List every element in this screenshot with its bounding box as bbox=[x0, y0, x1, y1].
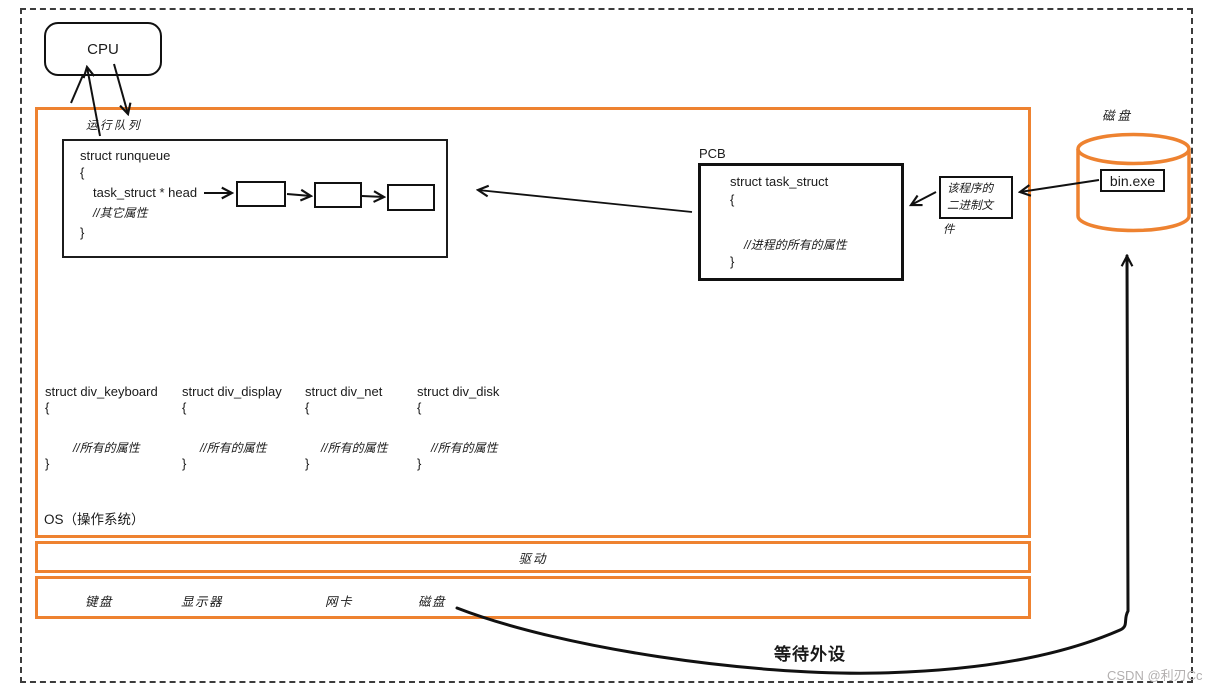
driver-comment: //所有的属性 bbox=[321, 441, 388, 455]
wait-peripheral-label: 等待外设 bbox=[774, 645, 846, 664]
driver-struct-keyboard: struct div_keyboard { //所有的属性 } bbox=[45, 384, 195, 472]
driver-name: struct div_keyboard bbox=[45, 384, 158, 399]
close-brace: } bbox=[80, 225, 85, 240]
driver-comment: //所有的属性 bbox=[73, 441, 140, 455]
open-brace: { bbox=[730, 192, 735, 207]
task-node-1 bbox=[236, 181, 286, 207]
binary-file-line2: 二进制文 bbox=[947, 200, 993, 212]
runqueue-comment: //其它属性 bbox=[93, 206, 148, 220]
watermark: CSDN @利刃Cc bbox=[1107, 668, 1203, 683]
disk-cylinder-label: 磁盘 bbox=[1102, 109, 1134, 123]
task-struct-comment: //进程的所有的属性 bbox=[744, 238, 847, 252]
driver-band: 驱动 bbox=[35, 541, 1031, 573]
task-struct-name: struct task_struct bbox=[730, 174, 829, 189]
driver-name: struct div_disk bbox=[417, 384, 500, 399]
binary-file-line1: 该程序的 bbox=[947, 183, 993, 195]
close-brace: } bbox=[45, 456, 50, 471]
driver-struct-disk: struct div_disk { //所有的属性 } bbox=[417, 384, 567, 472]
open-brace: { bbox=[182, 400, 187, 415]
close-brace: } bbox=[730, 254, 735, 269]
runqueue-name: struct runqueue bbox=[80, 148, 171, 163]
close-brace: } bbox=[182, 456, 187, 471]
device-disk: 磁盘 bbox=[418, 595, 447, 609]
device-band: 键盘 显示器 网卡 磁盘 bbox=[35, 576, 1031, 619]
binary-file-line3: 件 bbox=[943, 224, 955, 236]
driver-comment: //所有的属性 bbox=[431, 441, 498, 455]
task-node-2 bbox=[314, 182, 362, 208]
binary-file-note-box: 该程序的 二进制文 bbox=[939, 176, 1013, 219]
driver-comment: //所有的属性 bbox=[200, 441, 267, 455]
close-brace: } bbox=[305, 456, 310, 471]
close-brace: } bbox=[417, 456, 422, 471]
driver-band-label: 驱动 bbox=[518, 551, 548, 566]
device-keyboard: 键盘 bbox=[85, 595, 114, 609]
cpu-label: CPU bbox=[87, 40, 119, 58]
device-display: 显示器 bbox=[181, 595, 224, 609]
task-node-3 bbox=[387, 184, 435, 211]
outer-dashed-frame bbox=[20, 8, 1193, 683]
driver-struct-display: struct div_display { //所有的属性 } bbox=[182, 384, 332, 472]
driver-name: struct div_display bbox=[182, 384, 282, 399]
open-brace: { bbox=[305, 400, 310, 415]
driver-struct-net: struct div_net { //所有的属性 } bbox=[305, 384, 455, 472]
bin-exe-box: bin.exe bbox=[1100, 169, 1165, 192]
cpu-box: CPU bbox=[44, 22, 162, 76]
task-struct-box: struct task_struct { //进程的所有的属性 } bbox=[698, 163, 904, 281]
driver-name: struct div_net bbox=[305, 384, 383, 399]
open-brace: { bbox=[417, 400, 422, 415]
bin-exe-label: bin.exe bbox=[1109, 172, 1156, 189]
pcb-label: PCB bbox=[699, 146, 726, 161]
runqueue-field: task_struct * head bbox=[93, 185, 198, 200]
open-brace: { bbox=[45, 400, 50, 415]
os-label: OS（操作系统） bbox=[44, 512, 145, 527]
open-brace: { bbox=[80, 165, 85, 180]
device-net: 网卡 bbox=[325, 595, 354, 609]
